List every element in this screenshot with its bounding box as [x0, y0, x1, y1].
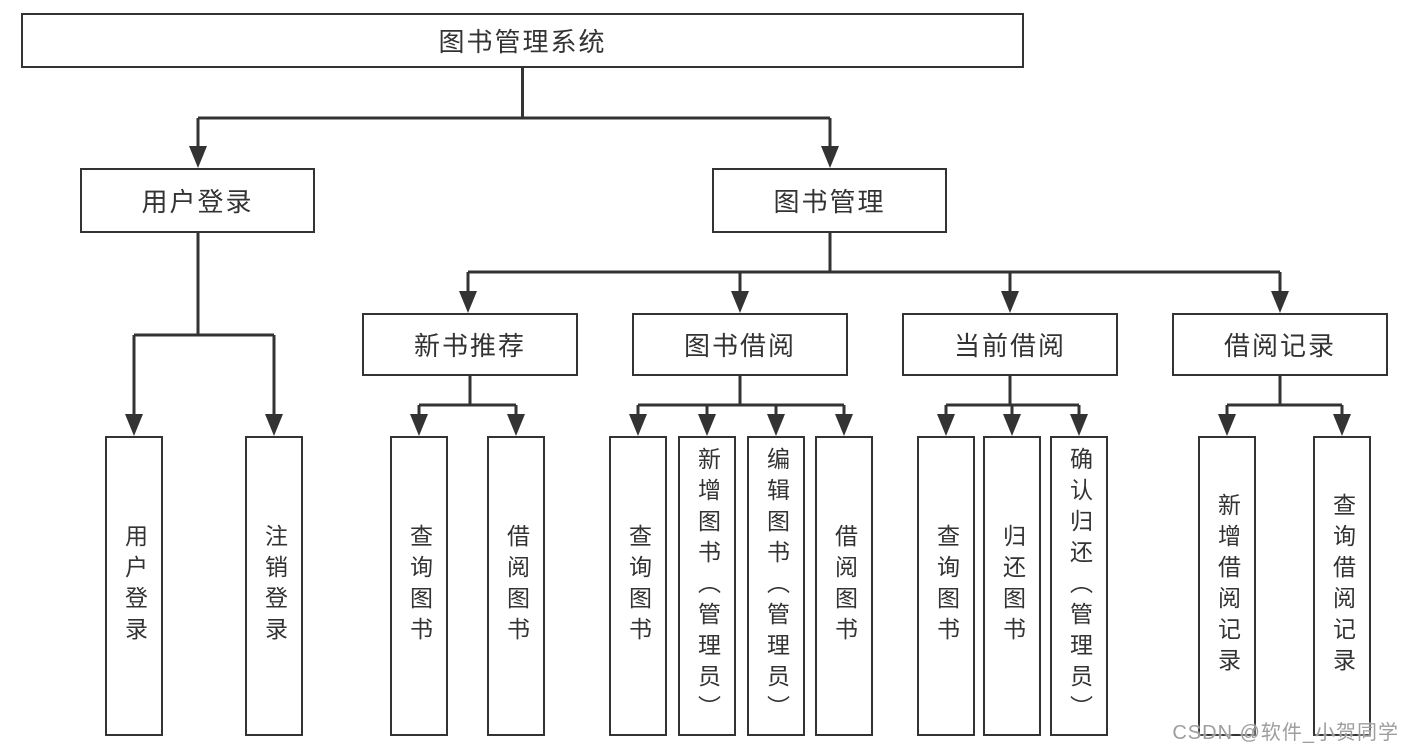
- leaf-add-borrow-record: 新增借阅记录: [1198, 436, 1256, 736]
- connector-current-borrowing-children: [937, 376, 1088, 436]
- leaf-query-books-current: 查询图书: [917, 436, 975, 736]
- node-borrowing-records: 借阅记录: [1172, 313, 1388, 376]
- leaf-edit-books-admin: 编辑图书（管理员）: [747, 436, 805, 736]
- leaf-user-login: 用户登录: [105, 436, 163, 736]
- connector-root-to-level2: [189, 68, 839, 168]
- leaf-query-books-recommendation: 查询图书: [390, 436, 448, 736]
- leaf-logout: 注销登录: [245, 436, 303, 736]
- node-book-borrowing: 图书借阅: [632, 313, 848, 376]
- connector-book-management-children: [459, 233, 1289, 313]
- leaf-return-books: 归还图书: [983, 436, 1041, 736]
- leaf-borrow-books-borrowing: 借阅图书: [815, 436, 873, 736]
- leaf-query-books-borrowing: 查询图书: [609, 436, 667, 736]
- leaf-borrow-books-recommendation: 借阅图书: [487, 436, 545, 736]
- leaf-confirm-return-admin: 确认归还（管理员）: [1050, 436, 1108, 736]
- leaf-add-books-admin: 新增图书（管理员）: [678, 436, 736, 736]
- connector-user-login-children: [125, 233, 283, 436]
- node-new-book-recommendation: 新书推荐: [362, 313, 578, 376]
- node-user-login: 用户登录: [80, 168, 315, 233]
- csdn-watermark: CSDN @软件_小贺同学: [1172, 722, 1399, 744]
- connector-borrowing-records-children: [1218, 376, 1351, 436]
- node-book-management: 图书管理: [712, 168, 947, 233]
- connector-book-borrowing-children: [629, 376, 853, 436]
- node-library-management-system: 图书管理系统: [21, 13, 1024, 68]
- node-current-borrowing: 当前借阅: [902, 313, 1118, 376]
- connector-new-book-recommendation-children: [410, 376, 525, 436]
- leaf-query-borrow-record: 查询借阅记录: [1313, 436, 1371, 736]
